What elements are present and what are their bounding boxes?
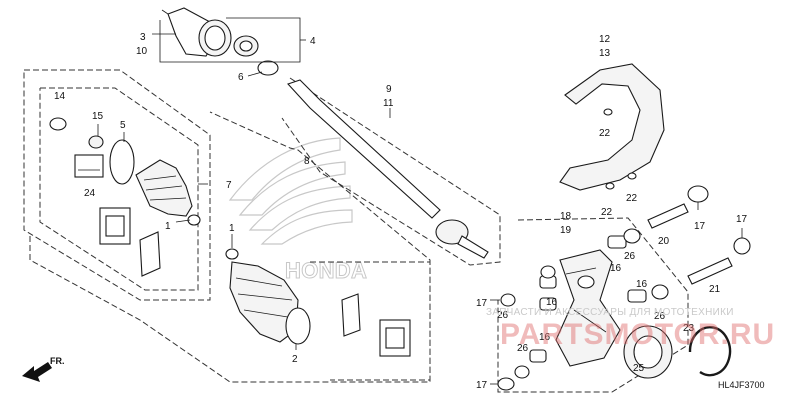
snap-ring	[257, 60, 279, 76]
watermark-caption: ЗАПЧАСТИ И АКСЕССУАРЫ ДЛЯ МОТОТЕХНИКИ	[486, 307, 734, 318]
callout-22-right: 22	[626, 193, 638, 204]
callout-labels: 3 10 4 6 14 15 5 24 7 1 1 8 9 11 2 12 13…	[54, 32, 748, 391]
callout-14: 14	[54, 91, 66, 102]
boot-band-large	[109, 139, 135, 185]
callout-2: 2	[292, 354, 298, 365]
front-arrow-icon	[22, 362, 52, 382]
cage-bearing	[233, 35, 259, 57]
callout-10: 10	[136, 46, 148, 57]
callout-1-upper: 1	[165, 221, 171, 232]
honda-brand-text: HONDA	[285, 258, 367, 283]
callout-25: 25	[633, 363, 645, 374]
callout-22-bottom: 22	[601, 207, 613, 218]
callout-4: 4	[310, 36, 316, 47]
callout-15: 15	[92, 111, 104, 122]
callout-9: 9	[386, 84, 392, 95]
inner-grease-packet	[341, 293, 361, 337]
boot-kit-boundary	[23, 69, 211, 301]
callout-12: 12	[599, 34, 611, 45]
callout-7: 7	[226, 180, 232, 191]
outer-boot	[135, 159, 193, 217]
callout-16-c: 16	[636, 279, 648, 290]
driveshaft-boundary	[281, 77, 501, 266]
joint-group-bracket	[159, 17, 301, 63]
callout-17-far-right: 17	[736, 214, 748, 225]
rear-knuckle	[555, 249, 621, 367]
boot-kit-inner-boundary	[39, 87, 199, 291]
axle-assembly-boundary	[29, 111, 431, 383]
callout-16-a: 16	[610, 263, 622, 274]
inner-band-small	[225, 248, 239, 260]
callout-22-top: 22	[599, 128, 611, 139]
grease-packet	[139, 231, 161, 277]
circlip	[688, 326, 732, 377]
callout-26-d: 26	[517, 343, 529, 354]
bushings	[497, 228, 669, 391]
callout-16-d: 16	[539, 332, 551, 343]
callout-3: 3	[140, 32, 146, 43]
inner-boot-boundary	[310, 261, 431, 381]
dust-seal-upper	[687, 185, 709, 203]
callout-26-c: 26	[654, 311, 666, 322]
outer-cv-joint	[161, 7, 232, 57]
small-clip	[88, 135, 104, 149]
callout-17-upper-right: 17	[694, 221, 706, 232]
callout-11: 11	[383, 98, 394, 109]
callout-23: 23	[683, 323, 695, 334]
callout-17-bottom: 17	[476, 380, 488, 391]
callout-26-b: 26	[497, 310, 509, 321]
callout-21: 21	[709, 284, 721, 295]
front-direction-indicator: FR.	[22, 356, 65, 382]
pivot-pin-lower	[687, 257, 733, 285]
callout-13: 13	[599, 48, 611, 59]
callout-19: 19	[560, 225, 572, 236]
callout-16-b: 16	[546, 297, 558, 308]
inner-band-large	[285, 307, 311, 345]
diagram-code: HL4JF3700	[718, 380, 765, 390]
leader-lines	[97, 33, 743, 385]
knuckle-boundary	[497, 217, 689, 393]
front-direction-label: FR.	[50, 356, 65, 366]
honda-wing-watermark: HONDA	[228, 137, 367, 284]
callout-24: 24	[84, 188, 96, 199]
watermark-logo: PARTSMOTOR.RU	[500, 318, 775, 351]
grease-pack	[74, 154, 104, 178]
callout-17-left: 17	[476, 298, 488, 309]
disc-guard	[559, 63, 665, 191]
inner-boot	[229, 261, 299, 343]
callout-5: 5	[120, 120, 126, 131]
callout-1-lower: 1	[229, 223, 235, 234]
callout-6: 6	[238, 72, 244, 83]
callout-8: 8	[304, 156, 310, 167]
driveshaft	[287, 79, 489, 259]
callout-20: 20	[658, 236, 670, 247]
callout-26-a: 26	[624, 251, 636, 262]
callout-18: 18	[560, 211, 572, 222]
dust-seal-lower	[733, 237, 751, 255]
pivot-pin-upper	[647, 203, 689, 229]
clip-ring	[49, 117, 67, 131]
